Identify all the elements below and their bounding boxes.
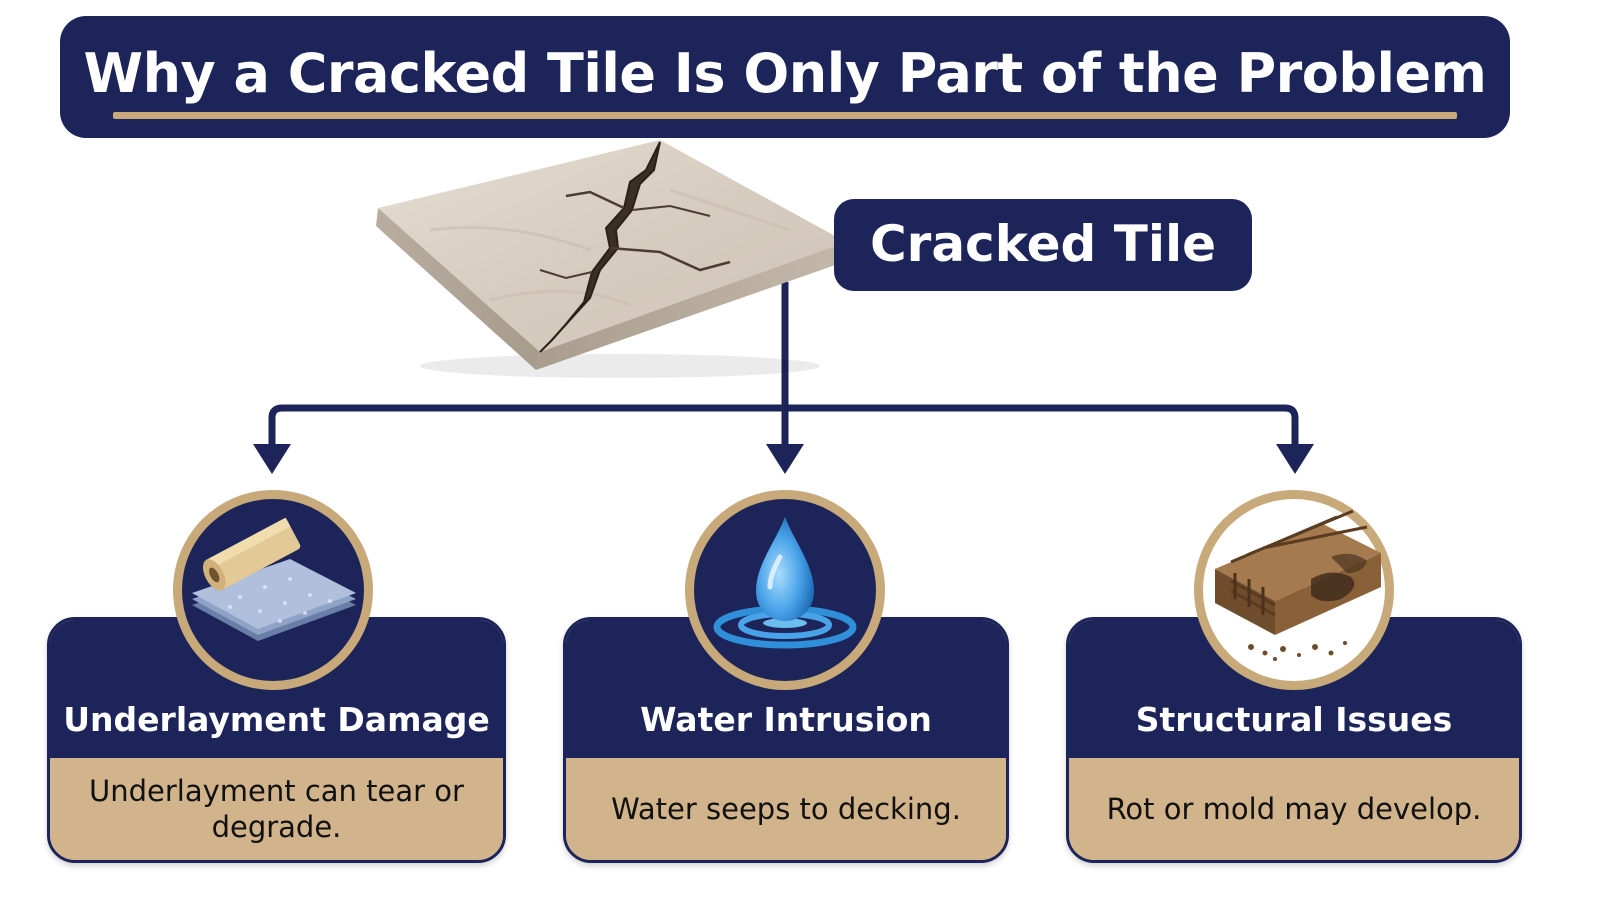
card-description: Underlayment can tear or degrade. (89, 774, 464, 844)
card-title: Underlayment Damage (63, 700, 490, 739)
card-body: Underlayment can tear or degrade. (50, 758, 503, 860)
underlayment-roll-icon (173, 490, 373, 690)
water-drop-icon (685, 490, 885, 690)
title-banner: Why a Cracked Tile Is Only Part of the P… (60, 16, 1510, 138)
card-body: Water seeps to decking. (566, 758, 1006, 860)
card-water-intrusion: Water Intrusion Water seeps to decking. (563, 617, 1009, 863)
card-title: Structural Issues (1135, 700, 1453, 739)
arrow-head-center (766, 444, 804, 474)
arrow-head-right (1276, 444, 1314, 474)
rotted-wood-icon (1194, 490, 1394, 690)
cracked-tile-label-box: Cracked Tile (834, 199, 1252, 291)
card-description: Water seeps to decking. (611, 792, 961, 826)
cracked-tile-icon (376, 140, 846, 378)
arrow-head-left (253, 444, 291, 474)
card-underlayment-damage: Underlayment Damage Underlayment can tea… (47, 617, 506, 863)
card-title: Water Intrusion (640, 700, 932, 739)
page-title: Why a Cracked Tile Is Only Part of the P… (83, 42, 1487, 105)
cracked-tile-label: Cracked Tile (869, 215, 1217, 273)
card-body: Rot or mold may develop. (1069, 758, 1519, 860)
title-underline (113, 112, 1457, 119)
card-description: Rot or mold may develop. (1106, 792, 1482, 826)
